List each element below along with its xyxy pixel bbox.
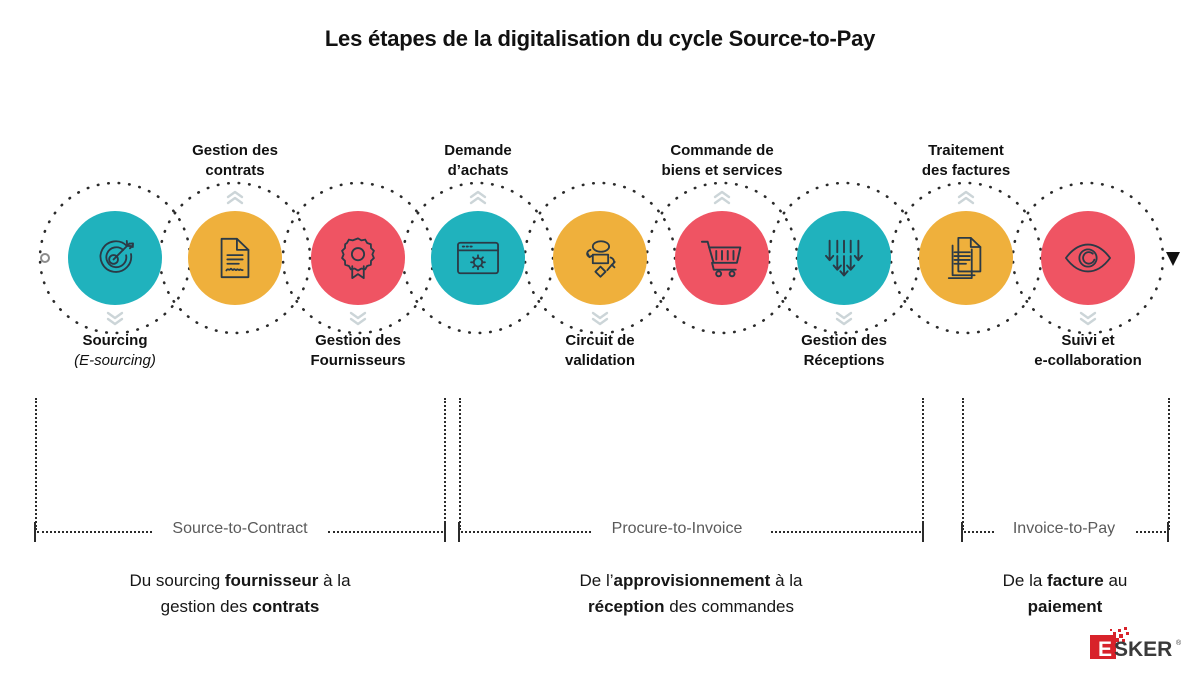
phase-divider-right xyxy=(1168,398,1170,530)
step-label-suivi-et-e-collaboration: Suivi et e-collaboration xyxy=(993,331,1183,371)
step-label-line2: contrats xyxy=(205,161,265,179)
browser-gear-icon xyxy=(454,237,502,279)
esker-logo: E SKER ® xyxy=(1088,627,1184,661)
workflow-icon xyxy=(577,235,623,281)
phase-caption-invoice-to-pay: De la facture au paiement xyxy=(960,568,1170,619)
phase-divider-3-start xyxy=(962,398,964,530)
phase-divider-1-end xyxy=(444,398,446,530)
phase-caption-source-to-contract: Du sourcing fournisseur à la gestion des… xyxy=(20,568,460,619)
caption-bold: approvisionnement xyxy=(613,571,771,590)
step-label-gestion-des-contrats: Gestion des contrats xyxy=(140,141,330,181)
step-label-demande-d-achats: Demande d’achats xyxy=(383,141,573,181)
caption-bold: réception xyxy=(588,596,665,616)
caption-text: Du sourcing xyxy=(129,571,225,590)
shopping-cart-icon xyxy=(698,236,746,280)
caption-bold: paiement xyxy=(1027,596,1103,616)
step-label-traitement-des-factures: Traitement des factures xyxy=(871,141,1061,181)
phase-label: Source-to-Contract xyxy=(172,520,308,537)
phase-caption-procure-to-invoice: De l’approvisionnement à la réception de… xyxy=(460,568,922,619)
step-label-line2: Réceptions xyxy=(803,351,885,369)
step-label-line2: d’achats xyxy=(447,161,509,179)
logo-word: SKER xyxy=(1114,638,1172,661)
step-label-line2: Fournisseurs xyxy=(310,351,406,369)
step-label-line2: validation xyxy=(564,351,635,369)
caption-text: De la xyxy=(1002,571,1048,590)
chevron-down-icon xyxy=(105,311,125,327)
phase-divider-2-start xyxy=(459,398,461,530)
phase-bracket-procure-to-invoice: Procure-to-Invoice xyxy=(458,520,924,544)
step-label-commande-de-biens-et-services: Commande de biens et services xyxy=(627,141,817,181)
caption-bold: fournisseur xyxy=(224,571,319,590)
step-label-line1: Gestion des xyxy=(315,332,401,349)
phase-bracket-invoice-to-pay: Invoice-to-Pay xyxy=(961,520,1169,544)
steps-flow: Sourcing (E-sourcing) Gestion des contrats… xyxy=(0,118,1200,408)
step-label-sourcing: Sourcing (E-sourcing) xyxy=(20,331,210,371)
step-label-line1: Commande de xyxy=(670,142,774,159)
caption-text: à la xyxy=(770,571,803,590)
chevron-up-icon xyxy=(468,189,488,205)
signed-document-icon xyxy=(214,235,256,281)
step-icon-circle-commande-de-biens-et-services[interactable] xyxy=(675,211,769,305)
step-label-line1: Traitement xyxy=(928,142,1004,159)
step-label-line2: e-collaboration xyxy=(1034,351,1142,369)
step-label-line1: Sourcing xyxy=(82,332,148,349)
page-title: Les étapes de la digitalisation du cycle… xyxy=(324,26,876,51)
step-icon-circle-gestion-des-receptions[interactable] xyxy=(797,211,891,305)
step-icon-circle-gestion-des-contrats[interactable] xyxy=(188,211,282,305)
caption-text: des commandes xyxy=(664,596,794,616)
step-label-line1: Demande xyxy=(444,142,512,159)
phase-label: Procure-to-Invoice xyxy=(611,520,743,537)
caption-text: au xyxy=(1103,571,1128,590)
down-arrows-icon xyxy=(821,235,867,281)
step-label-line2: biens et services xyxy=(661,161,783,179)
step-icon-circle-traitement-des-factures[interactable] xyxy=(919,211,1013,305)
step-label-line1: Gestion des xyxy=(801,332,887,349)
step-icon-circle-circuit-de-validation[interactable] xyxy=(553,211,647,305)
chevron-down-icon xyxy=(348,311,368,327)
phase-bracket-source-to-contract: Source-to-Contract xyxy=(34,520,446,544)
step-icon-circle-gestion-des-fournisseurs[interactable] xyxy=(311,211,405,305)
caption-text: De l’ xyxy=(579,571,614,590)
step-label-circuit-de-validation: Circuit de validation xyxy=(505,331,695,371)
chevron-down-icon xyxy=(590,311,610,327)
step-label-line2: des factures xyxy=(921,161,1011,179)
caption-text: gestion des xyxy=(160,596,253,616)
step-label-line1: Circuit de xyxy=(565,332,635,349)
caption-bold: contrats xyxy=(252,596,320,616)
chevron-down-icon xyxy=(1078,311,1098,327)
step-icon-circle-demande-d-achats[interactable] xyxy=(431,211,525,305)
logo-letter: E xyxy=(1098,638,1112,661)
step-label-line2: (E-sourcing) xyxy=(74,351,156,369)
eye-icon xyxy=(1064,241,1112,275)
phase-divider-2-end xyxy=(922,398,924,530)
caption-text: à la xyxy=(318,571,351,590)
gear-badge-icon xyxy=(335,234,381,282)
chevron-up-icon xyxy=(225,189,245,205)
chevron-up-icon xyxy=(956,189,976,205)
step-icon-circle-suivi-et-e-collaboration[interactable] xyxy=(1041,211,1135,305)
step-label-line1: Gestion des xyxy=(192,142,278,159)
phase-label: Invoice-to-Pay xyxy=(1012,520,1116,537)
logo-trademark: ® xyxy=(1176,639,1182,647)
phase-divider-left xyxy=(35,398,37,530)
step-icon-circle-sourcing[interactable] xyxy=(68,211,162,305)
caption-bold: facture xyxy=(1047,571,1104,590)
target-arrow-icon xyxy=(92,235,138,281)
chevron-down-icon xyxy=(834,311,854,327)
step-label-line1: Suivi et xyxy=(1061,332,1115,349)
chevron-up-icon xyxy=(712,189,732,205)
documents-stack-icon xyxy=(944,235,988,281)
